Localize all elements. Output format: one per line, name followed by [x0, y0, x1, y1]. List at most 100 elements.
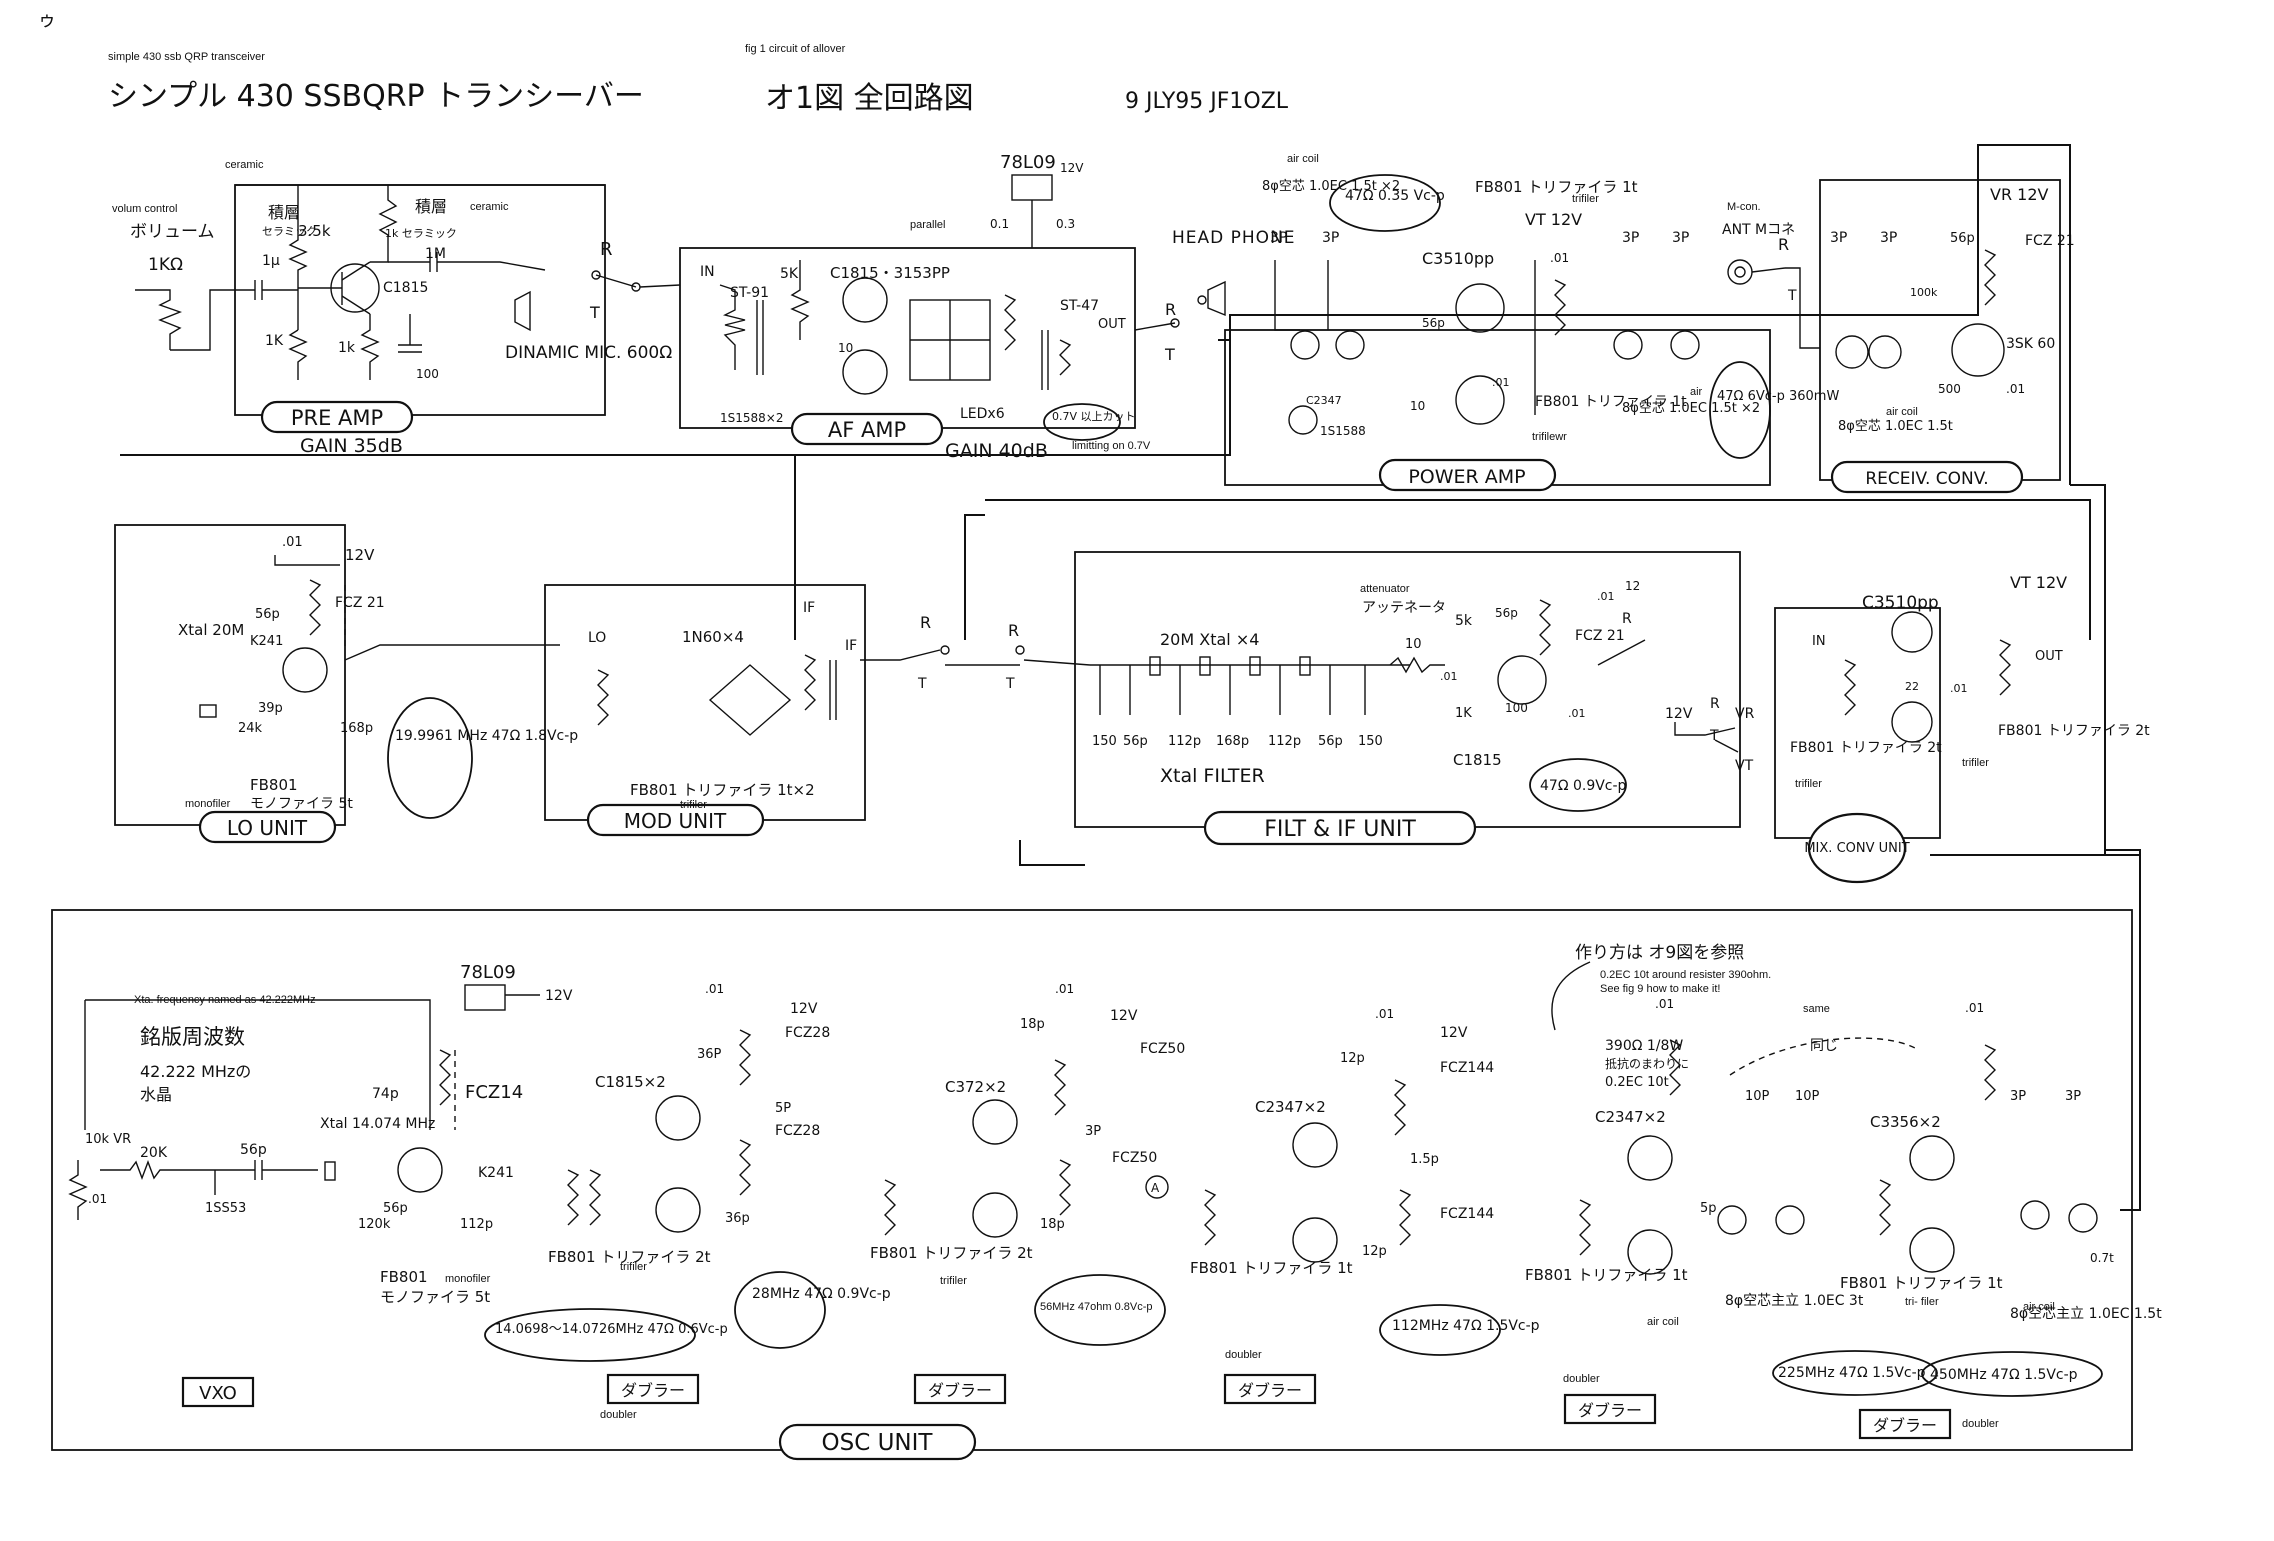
svg-text:limitting on 0.7V: limitting on 0.7V	[1072, 440, 1151, 452]
svg-text:C2347: C2347	[1306, 394, 1342, 407]
svg-text:FCZ144: FCZ144	[1440, 1206, 1494, 1222]
svg-text:POWER AMP: POWER AMP	[1408, 466, 1525, 488]
svg-text:FB801 トリファイラ 2t: FB801 トリファイラ 2t	[548, 1248, 711, 1266]
svg-text:.01: .01	[1950, 682, 1968, 695]
svg-text:IF: IF	[803, 600, 815, 616]
svg-text:Xtal 20M: Xtal 20M	[178, 621, 244, 639]
svg-text:抵抗のまわりに: 抵抗のまわりに	[1605, 1056, 1689, 1071]
svg-text:C372×2: C372×2	[945, 1078, 1006, 1096]
svg-text:積層: 積層	[268, 203, 300, 222]
svg-text:air: air	[1690, 386, 1703, 398]
mod-label: MOD UNIT	[586, 803, 765, 837]
svg-text:3P: 3P	[1622, 230, 1639, 246]
svg-text:FB801 トリファイラ 1t: FB801 トリファイラ 1t	[1535, 394, 1687, 410]
svg-text:12: 12	[1625, 579, 1640, 593]
mix-unit: C3510pp VT 12V IN OUT 22 .01 FB801 トリファイ…	[1665, 573, 2150, 790]
svg-text:FB801: FB801	[250, 776, 298, 794]
svg-text:3.5k: 3.5k	[298, 222, 331, 240]
svg-text:450MHz 47Ω 1.5Vc-p: 450MHz 47Ω 1.5Vc-p	[1930, 1367, 2078, 1383]
svg-text:56p: 56p	[1495, 606, 1518, 620]
svg-text:1SS53: 1SS53	[205, 1201, 246, 1216]
bus-wiring	[120, 144, 2141, 1211]
svg-text:T: T	[1787, 288, 1797, 304]
svg-text:0.3: 0.3	[1056, 217, 1075, 231]
doubler-label-5: ダブラー	[1873, 1416, 1937, 1435]
svg-text:.01: .01	[1550, 251, 1569, 265]
svg-text:12p: 12p	[1362, 1244, 1387, 1259]
svg-text:42.222 MHzの: 42.222 MHzの	[140, 1062, 251, 1081]
svg-text:monofiler: monofiler	[445, 1273, 491, 1285]
date-author: 9 JLY95 JF1OZL	[1125, 89, 1289, 114]
svg-text:モノファイラ 5t: モノファイラ 5t	[250, 796, 353, 812]
svg-text:.01: .01	[1568, 707, 1586, 720]
svg-text:Xtal FILTER: Xtal FILTER	[1160, 765, 1265, 787]
svg-text:A: A	[1151, 1181, 1160, 1195]
filt-unit: R R T T 20M Xtal ×4 150 56p 112p 168p 11…	[917, 579, 1646, 812]
svg-text:100: 100	[1505, 701, 1528, 715]
headphone-block: HEAD PHONE R T	[1134, 228, 1296, 364]
doubler-label-3: ダブラー	[1238, 1381, 1302, 1400]
svg-text:1.5p: 1.5p	[1410, 1152, 1439, 1167]
svg-text:12p: 12p	[1340, 1051, 1365, 1066]
svg-text:K241: K241	[250, 634, 283, 649]
svg-text:trifiler: trifiler	[620, 1261, 647, 1273]
lo-unit: .01 12V 56p FCZ 21 Xtal 20M K241 39p 24k…	[178, 535, 578, 819]
svg-text:.01: .01	[1375, 1007, 1394, 1021]
preamp-gain: GAIN 35dB	[300, 435, 403, 457]
receiv-label: RECEIV. CONV.	[1830, 460, 2024, 494]
svg-text:20K: 20K	[140, 1145, 168, 1161]
svg-text:5P: 5P	[775, 1101, 791, 1116]
svg-text:doubler: doubler	[600, 1409, 637, 1421]
svg-text:R: R	[600, 239, 613, 260]
svg-text:24k: 24k	[238, 721, 263, 736]
svg-text:RECEIV. CONV.: RECEIV. CONV.	[1865, 469, 1988, 489]
svg-text:R: R	[1008, 621, 1019, 640]
svg-text:HEAD PHONE: HEAD PHONE	[1172, 228, 1296, 248]
svg-text:T: T	[589, 303, 600, 322]
power-unit: air coil 8φ空芯 1.0EC 1.5t ×2 47Ω 0.35 Vc-…	[1262, 153, 1839, 459]
svg-text:500: 500	[1938, 382, 1961, 396]
svg-text:47Ω 0.9Vc-p: 47Ω 0.9Vc-p	[1540, 778, 1627, 794]
svg-text:3P: 3P	[1672, 230, 1689, 246]
svg-text:.01: .01	[705, 982, 724, 996]
svg-text:FCZ144: FCZ144	[1440, 1060, 1494, 1076]
svg-text:5p: 5p	[1700, 1201, 1717, 1216]
svg-text:.01: .01	[88, 1192, 107, 1206]
svg-text:水晶: 水晶	[140, 1085, 172, 1104]
svg-text:19.9961 MHz 47Ω 1.8Vc-p: 19.9961 MHz 47Ω 1.8Vc-p	[395, 728, 578, 744]
svg-text:FCZ14: FCZ14	[465, 1082, 523, 1103]
svg-text:tri- filer: tri- filer	[1905, 1296, 1939, 1308]
svg-text:12V: 12V	[1110, 1008, 1138, 1024]
svg-text:R: R	[1622, 611, 1632, 627]
svg-text:IN: IN	[1812, 634, 1826, 649]
svg-text:FCZ 21: FCZ 21	[1575, 628, 1625, 644]
figure-title: オ1図 全回路図	[765, 81, 974, 116]
svg-text:47Ω 6Vc-p 360mW: 47Ω 6Vc-p 360mW	[1717, 389, 1839, 404]
svg-text:.01: .01	[1655, 997, 1674, 1011]
svg-text:0.2EC 10t: 0.2EC 10t	[1605, 1075, 1669, 1090]
svg-text:56p: 56p	[1123, 734, 1148, 749]
svg-text:FB801 トリファイラ 1t: FB801 トリファイラ 1t	[1190, 1259, 1353, 1277]
svg-text:5k: 5k	[1455, 613, 1473, 629]
svg-text:PRE AMP: PRE AMP	[291, 406, 383, 430]
caption-left: simple 430 ssb QRP transceiver	[108, 51, 265, 63]
svg-text:C2347×2: C2347×2	[1595, 1108, 1666, 1126]
svg-text:56p: 56p	[240, 1142, 267, 1158]
svg-text:VR: VR	[1735, 706, 1755, 722]
svg-text:56p: 56p	[1422, 316, 1445, 330]
svg-text:OSC UNIT: OSC UNIT	[822, 1430, 934, 1456]
doubler-label-1: ダブラー	[621, 1381, 685, 1400]
svg-text:trifiler: trifiler	[1572, 193, 1599, 205]
svg-text:8φ空芯 1.0EC 1.5t: 8φ空芯 1.0EC 1.5t	[1838, 419, 1953, 434]
svg-text:1K: 1K	[265, 333, 284, 349]
svg-text:ST-47: ST-47	[1060, 298, 1099, 314]
svg-text:FB801: FB801	[380, 1268, 428, 1286]
svg-text:10P: 10P	[1745, 1089, 1770, 1104]
svg-text:28MHz 47Ω 0.9Vc-p: 28MHz 47Ω 0.9Vc-p	[752, 1286, 891, 1302]
svg-text:FCZ 21: FCZ 21	[335, 595, 385, 611]
svg-text:1S1588×2: 1S1588×2	[720, 411, 783, 425]
osc-unit: 78L09 12V Xta. frequency named as 42.222…	[68, 943, 2162, 1440]
svg-text:390Ω 1/8W: 390Ω 1/8W	[1605, 1038, 1683, 1054]
svg-text:5K: 5K	[780, 266, 799, 282]
